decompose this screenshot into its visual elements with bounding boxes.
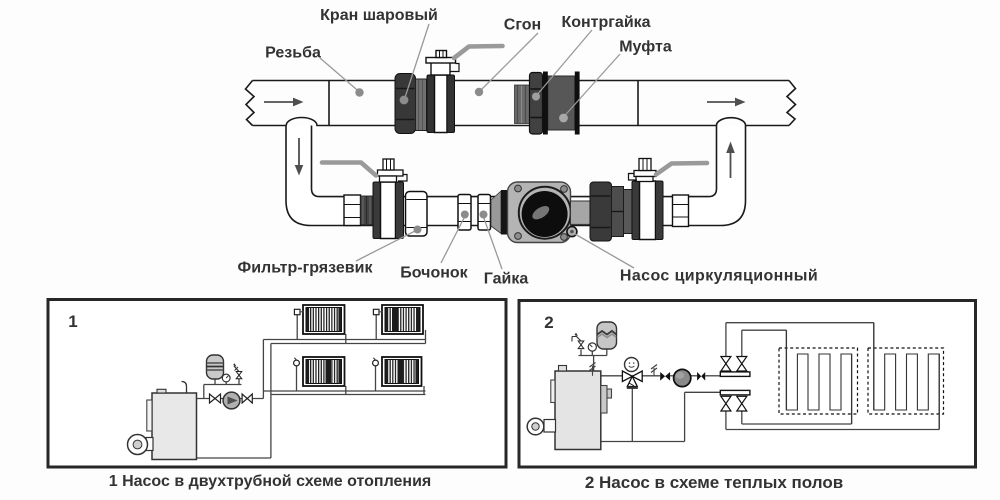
svg-text:Муфта: Муфта [619,39,672,56]
svg-text:Насос циркуляционный: Насос циркуляционный [620,268,818,285]
svg-text:1 Насос в двухтрубной схеме от: 1 Насос в двухтрубной схеме отопления [109,473,432,490]
svg-text:Гайка: Гайка [484,271,529,288]
svg-text:1: 1 [68,312,77,331]
svg-text:Контргайка: Контргайка [561,14,650,31]
svg-text:Фильтр-грязевик: Фильтр-грязевик [238,260,374,277]
svg-text:2: 2 [544,313,553,332]
svg-text:2 Насос в схеме теплых полов: 2 Насос в схеме теплых полов [585,473,843,492]
svg-text:Бочонок: Бочонок [400,265,468,282]
svg-text:Кран шаровый: Кран шаровый [320,7,438,24]
svg-text:Сгон: Сгон [504,17,541,34]
svg-text:Резьба: Резьба [265,45,321,62]
